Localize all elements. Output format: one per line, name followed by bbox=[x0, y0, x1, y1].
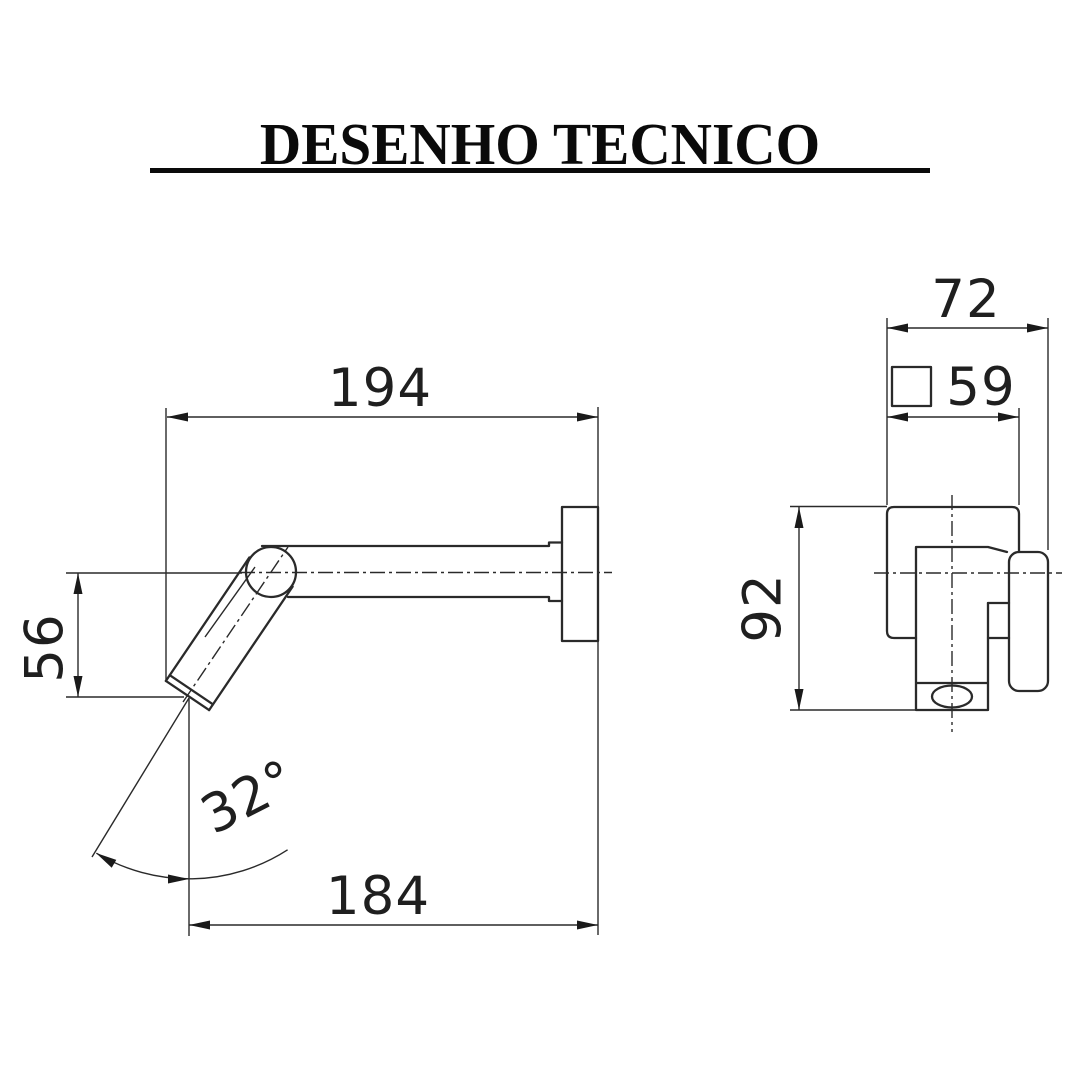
arrowhead bbox=[167, 412, 188, 422]
arrowhead bbox=[168, 874, 189, 884]
spout-cap-line bbox=[168, 674, 215, 706]
side-projection-dim-label: 184 bbox=[326, 866, 430, 927]
side-view: 194 56 32° 184 bbox=[15, 358, 612, 936]
tube-bottom-edge bbox=[286, 595, 564, 603]
arrowhead bbox=[887, 412, 908, 422]
spout-upper-edge bbox=[164, 556, 251, 683]
side-length-dim-label: 194 bbox=[328, 358, 432, 419]
spout-drop-dim-label: 56 bbox=[15, 613, 76, 682]
tube-top-edge bbox=[260, 541, 564, 548]
arrowhead bbox=[189, 920, 210, 930]
arrowhead bbox=[887, 323, 908, 333]
arrowhead bbox=[73, 573, 83, 594]
lever-front bbox=[1007, 550, 1050, 693]
arrowhead bbox=[1027, 323, 1048, 333]
wall-plate-front bbox=[885, 505, 1021, 640]
spout-axis-centerline bbox=[182, 546, 289, 703]
spout-lower-edge bbox=[207, 585, 294, 712]
outlet-ellipse bbox=[930, 684, 974, 709]
spout-end-face bbox=[164, 679, 211, 712]
square-dimension-symbol bbox=[890, 365, 933, 408]
front-height-dim-label: 92 bbox=[733, 573, 794, 642]
spout-body-front bbox=[914, 545, 1009, 712]
arrowhead bbox=[794, 507, 804, 528]
wall-plate-side bbox=[560, 505, 600, 643]
front-view: 72 59 92 bbox=[733, 269, 1062, 732]
arrowhead bbox=[73, 676, 83, 697]
title-underline bbox=[150, 168, 930, 173]
page-title: DESENHO TECNICO bbox=[259, 111, 821, 177]
arrowhead bbox=[577, 412, 598, 422]
spout-angle-dim-label: 32° bbox=[192, 748, 306, 846]
spout-inner-line bbox=[204, 566, 256, 638]
arrowhead bbox=[577, 920, 598, 930]
arrowhead bbox=[794, 689, 804, 710]
plate-square-dim-label: 59 bbox=[946, 357, 1015, 418]
front-width-dim-label: 72 bbox=[931, 269, 1000, 330]
elbow-joint-circle bbox=[244, 545, 298, 599]
arrowhead bbox=[96, 853, 117, 868]
angle-arc bbox=[96, 849, 288, 880]
angle-slanted-leg bbox=[91, 697, 190, 858]
arrowhead bbox=[998, 412, 1019, 422]
